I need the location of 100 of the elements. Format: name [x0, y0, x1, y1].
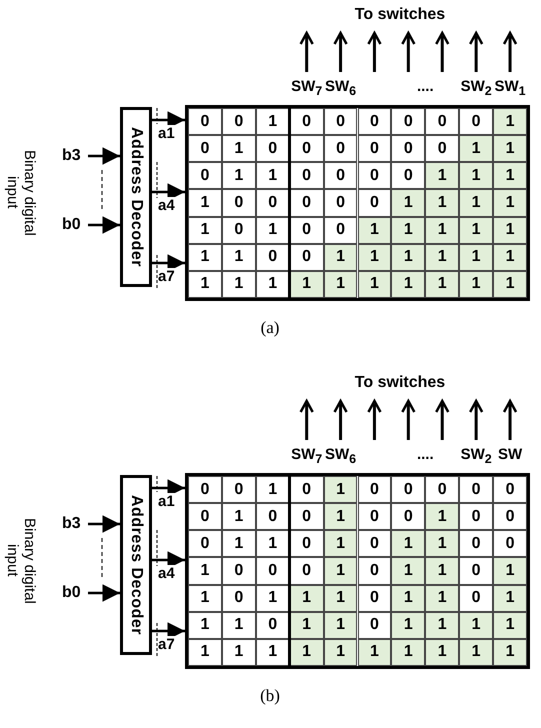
table-cell: 0 [493, 503, 527, 530]
table-cell: 1 [459, 189, 494, 217]
arrow [88, 584, 120, 602]
table-cell: 0 [222, 108, 256, 136]
table-cell: 1 [222, 503, 256, 530]
table-cell: 0 [358, 584, 392, 612]
arrow [88, 515, 120, 533]
table-cell: 1 [222, 612, 256, 639]
table-cell: 0 [459, 530, 494, 558]
table-cell: 0 [459, 108, 494, 136]
table-cell: 1 [459, 270, 494, 298]
table-cell: 1 [188, 584, 222, 612]
switch-label: SW$_{2}$ [460, 446, 493, 468]
table-cell: 1 [493, 108, 527, 136]
table-cell: 1 [391, 557, 426, 585]
side-label: Binary digital input [4, 148, 38, 238]
table-cell: 1 [493, 135, 527, 162]
table-cell: 0 [324, 135, 358, 162]
table-cell: 1 [358, 244, 392, 271]
table-cell: 1 [425, 503, 460, 530]
table-cell: 0 [188, 135, 222, 162]
table-cell: 1 [324, 244, 358, 271]
heading: To switches [354, 6, 446, 24]
table-cell: 1 [358, 270, 392, 298]
table-cell: 1 [222, 244, 256, 271]
table-cell: 1 [425, 638, 460, 666]
table-cell: 0 [425, 476, 460, 504]
side-label: Binary digital input [4, 516, 38, 606]
table-cell: 1 [391, 612, 426, 639]
table-cell: 0 [459, 476, 494, 504]
table-cell: 1 [391, 530, 426, 558]
table-cell: 0 [324, 216, 358, 244]
table-cell: 1 [391, 216, 426, 244]
table-cell: 1 [290, 270, 324, 298]
table-cell: 1 [493, 162, 527, 190]
table-cell: 1 [391, 638, 426, 666]
table-cell: 0 [425, 135, 460, 162]
table-cell: 1 [459, 162, 494, 190]
table-cell: 1 [188, 244, 222, 271]
table-cell: 1 [493, 584, 527, 612]
table-cell: 0 [222, 584, 256, 612]
table-cell: 1 [324, 557, 358, 585]
table-cell: 1 [290, 584, 324, 612]
table-cell: 1 [188, 612, 222, 639]
table-cell: 1 [290, 638, 324, 666]
table-cell: 1 [425, 244, 460, 271]
switch-label: SW$_{6}$ [324, 446, 358, 468]
caption: (a) [260, 318, 280, 338]
table-cell: 0 [188, 530, 222, 558]
caption: (b) [259, 686, 281, 706]
input-label: b0 [62, 215, 81, 235]
table-cell: 1 [188, 557, 222, 585]
table-cell: 1 [188, 189, 222, 217]
switch-label: SW$_{2}$ [460, 78, 493, 100]
table-cell: 0 [358, 108, 392, 136]
table-cell: 1 [391, 270, 426, 298]
table-cell: 1 [358, 638, 392, 666]
table-cell: 1 [222, 638, 256, 666]
table-cell: 1 [222, 270, 256, 298]
table-cell: 0 [391, 503, 426, 530]
switch-label: SW$_{7}$ [290, 446, 324, 468]
table-cell: 0 [425, 108, 460, 136]
table-cell: 1 [391, 244, 426, 271]
table-cell: 1 [222, 530, 256, 558]
input-label: b0 [62, 583, 81, 603]
table-frame [185, 473, 530, 669]
switch-label: SW$_{6}$ [324, 78, 358, 100]
table-cell: 1 [425, 216, 460, 244]
table-cell: 1 [459, 135, 494, 162]
table-cell: 1 [324, 530, 358, 558]
table-cell: 0 [493, 530, 527, 558]
table-cell: 1 [324, 270, 358, 298]
table-cell: 1 [425, 189, 460, 217]
table-cell: 1 [425, 612, 460, 639]
table-cell: 0 [222, 189, 256, 217]
table-cell: 0 [188, 476, 222, 504]
table-cell: 1 [222, 162, 256, 190]
table-cell: 1 [324, 503, 358, 530]
arrow [88, 216, 120, 234]
table-cell: 1 [188, 638, 222, 666]
table-cell: 0 [493, 476, 527, 504]
arrow [88, 147, 120, 165]
table-cell: 0 [391, 135, 426, 162]
table-cell: 0 [358, 530, 392, 558]
table-cell: 1 [493, 189, 527, 217]
table-cell: 1 [222, 135, 256, 162]
table-cell: 0 [358, 162, 392, 190]
table-cell: 0 [459, 584, 494, 612]
table-cell: 1 [391, 189, 426, 217]
table-cell: 0 [358, 476, 392, 504]
ellipsis: .... [416, 446, 435, 465]
table-cell: 0 [188, 162, 222, 190]
table-cell: 1 [459, 244, 494, 271]
table-cell: 0 [358, 189, 392, 217]
table-cell: 0 [358, 135, 392, 162]
table-cell: 1 [493, 270, 527, 298]
heading: To switches [354, 374, 446, 392]
table-cell: 1 [425, 584, 460, 612]
table-cell: 1 [324, 584, 358, 612]
table-cell: 1 [493, 216, 527, 244]
